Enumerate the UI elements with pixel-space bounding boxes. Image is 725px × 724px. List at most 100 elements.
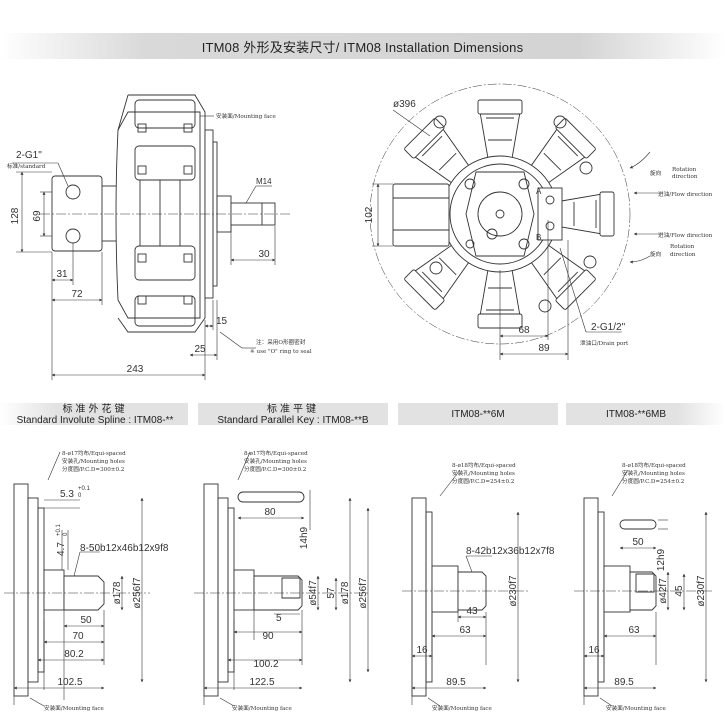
spline-spec: 8-50b12x46b12x9f8 bbox=[80, 543, 169, 554]
len-50: 50 bbox=[80, 615, 92, 626]
dia-230: ø230f7 bbox=[508, 575, 519, 607]
shaft-2-labels: 8-ø17均布/Equi-spaced 安装孔/Mounting holes 分… bbox=[232, 449, 369, 712]
rotation-label-2-en2: direction bbox=[670, 252, 696, 258]
len-100-2: 100.2 bbox=[253, 659, 278, 670]
spline-spec: 8-42b12x36b12x7f8 bbox=[466, 546, 555, 557]
rotation-label-2-en: Rotation bbox=[670, 244, 695, 250]
len-63: 63 bbox=[459, 625, 471, 636]
motor-front-view bbox=[369, 83, 631, 345]
shaft-view-6m bbox=[402, 469, 530, 707]
dim-45: 45 bbox=[674, 585, 685, 597]
dia-178: ø178 bbox=[340, 581, 351, 604]
section-model-code: : ITM08-**B bbox=[316, 415, 369, 426]
motor-side-view bbox=[40, 94, 290, 333]
dia-54: ø54f7 bbox=[308, 580, 319, 606]
len-89-5: 89.5 bbox=[446, 677, 466, 688]
shaft-4-labels: 8-ø18均布/Equi-spaced 安装孔/Mounting holes 分… bbox=[588, 461, 707, 712]
len-102-5: 102.5 bbox=[57, 677, 82, 688]
tol-5-3-upper: +0.1 bbox=[78, 486, 91, 492]
shaft-view-spline bbox=[4, 451, 150, 707]
dia-178: ø178 bbox=[112, 581, 123, 604]
dia-256: ø256f7 bbox=[132, 577, 143, 609]
section-bar-4 bbox=[566, 403, 725, 425]
mounting-face-3: 安装面/Mounting face bbox=[432, 704, 493, 712]
dim-25: 25 bbox=[194, 344, 206, 355]
section-bar-3 bbox=[398, 403, 558, 425]
dim-89: 89 bbox=[538, 343, 550, 354]
section-title-en: Standard Parallel Key bbox=[217, 415, 315, 426]
side-view-dimensions bbox=[12, 115, 276, 380]
section-title-6mb: ITM08-**6MB bbox=[566, 409, 706, 420]
thread-label: M14 bbox=[256, 177, 272, 186]
shaft-3-labels: 8-ø18均布/Equi-spaced 安装孔/Mounting holes 分… bbox=[416, 461, 554, 712]
len-70: 70 bbox=[72, 631, 84, 642]
dia-256: ø256f7 bbox=[358, 577, 369, 609]
dim-68: 68 bbox=[518, 325, 530, 336]
flow-label-1: 进油/Flow direction bbox=[658, 190, 713, 198]
mounting-face-2: 安装面/Mounting face bbox=[232, 704, 293, 712]
mounting-face-label: 安装面/Mounting face bbox=[216, 112, 277, 120]
len-89-5: 89.5 bbox=[614, 677, 634, 688]
dim-57: 57 bbox=[326, 587, 337, 599]
seal-note-en: ※ use "O" ring to seal bbox=[250, 348, 312, 355]
shaft-view-key bbox=[194, 451, 370, 707]
section-title-spline: 标准外花键 Standard Involute Spline : ITM08-*… bbox=[0, 404, 190, 426]
section-model-code: ITM08-**6M bbox=[451, 409, 505, 420]
section-bar-2 bbox=[198, 403, 388, 425]
rotation-label-1: 旋向 bbox=[650, 169, 662, 177]
dim-102: 102 bbox=[364, 206, 375, 223]
len-16: 16 bbox=[416, 645, 428, 656]
front-view-dimensions bbox=[372, 109, 660, 360]
section-title-zh: 标准外花键 bbox=[62, 404, 128, 415]
front-view-labels: ø396 102 68 89 2-G1/2" 泄油口/Drain port A … bbox=[364, 99, 713, 354]
dim-15: 15 bbox=[216, 316, 228, 327]
holes-note-1: 8-ø17均布/Equi-spaced bbox=[244, 449, 308, 457]
port-a-label: A bbox=[536, 187, 542, 196]
holes-note-3: 分度圆/P.C.D=300±0.2 bbox=[62, 465, 125, 473]
rotation-label-1-en2: direction bbox=[672, 174, 698, 180]
tol-4-7-upper: +0.1 bbox=[56, 523, 62, 536]
section-model-code: : ITM08-** bbox=[128, 415, 174, 426]
len-43: 43 bbox=[466, 606, 478, 617]
len-90: 90 bbox=[262, 631, 274, 642]
dia-42: ø42f7 bbox=[658, 578, 669, 604]
len-122-5: 122.5 bbox=[249, 677, 274, 688]
dim-4-7: 4.7 bbox=[56, 542, 67, 556]
flow-label-2: 进油/Flow direction bbox=[658, 231, 713, 239]
dim-69: 69 bbox=[32, 210, 43, 222]
port-sub: 标准/standard bbox=[7, 162, 46, 170]
len-63: 63 bbox=[628, 625, 640, 636]
holes-note-2: 安装孔/Mounting holes bbox=[452, 469, 515, 477]
side-view-labels: 2-G1" 标准/standard 安装面/Mounting face M14 … bbox=[7, 112, 312, 375]
key-len-80: 80 bbox=[264, 507, 276, 518]
drain-port-thread: 2-G1/2" bbox=[591, 322, 626, 333]
dim-31: 31 bbox=[56, 269, 68, 280]
page-title: ITM08 外形及安装尺寸/ ITM08 Installation Dimens… bbox=[201, 40, 524, 55]
section-title-6m: ITM08-**6M bbox=[398, 409, 558, 420]
dia-396: ø396 bbox=[393, 99, 416, 110]
drain-port-label: 泄油口/Drain port bbox=[580, 339, 629, 347]
holes-note-3: 分度圆/P.C.D=254±0.2 bbox=[452, 477, 515, 485]
holes-note-1: 8-ø17均布/Equi-spaced bbox=[62, 449, 126, 457]
section-title-en: Standard Involute Spline bbox=[16, 415, 126, 426]
title-banner bbox=[0, 33, 725, 59]
holes-note-2: 安装孔/Mounting holes bbox=[244, 457, 307, 465]
dim-128: 128 bbox=[10, 207, 21, 224]
dim-5-3: 5.3 bbox=[60, 489, 74, 500]
holes-note-3: 分度圆/P.C.D=300±0.2 bbox=[244, 465, 307, 473]
dia-230: ø230f7 bbox=[696, 575, 707, 607]
shaft-view-6mb bbox=[574, 469, 712, 707]
tol-5-3-lower: 0 bbox=[78, 493, 82, 499]
key-width-14h9: 14h9 bbox=[299, 526, 310, 549]
rotation-label-2: 旋向 bbox=[650, 250, 662, 258]
port-b-label: B bbox=[536, 233, 541, 242]
len-16: 16 bbox=[588, 645, 600, 656]
mounting-face-1: 安装面/Mounting face bbox=[44, 704, 105, 712]
section-model-code: ITM08-**6MB bbox=[605, 409, 666, 420]
port-note: 2-G1" bbox=[16, 150, 42, 161]
dim-30: 30 bbox=[258, 249, 270, 260]
holes-note-2: 安装孔/Mounting holes bbox=[62, 457, 125, 465]
shaft-1-labels: 8-ø17均布/Equi-spaced 安装孔/Mounting holes 分… bbox=[44, 449, 169, 712]
rotation-label-1-en: Rotation bbox=[672, 167, 697, 173]
